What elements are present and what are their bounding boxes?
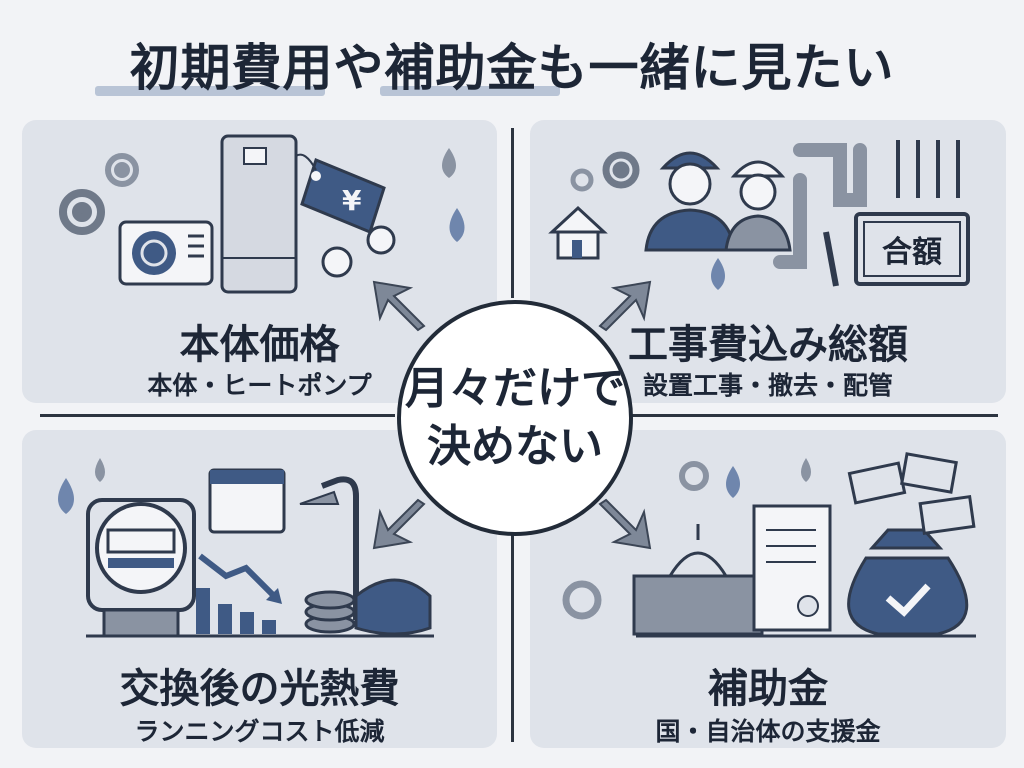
panel-subtitle: ランニングコスト低減	[134, 717, 385, 746]
divider-horizontal-right	[628, 414, 998, 417]
shower-icon	[320, 476, 359, 620]
total-amount-badge	[854, 212, 970, 286]
water-drop-icon	[726, 466, 740, 498]
panel-subtitle: 本体・ヒートポンプ	[147, 371, 372, 400]
government-building-icon	[632, 524, 764, 636]
panel-title: 交換後の光熱費	[119, 666, 400, 712]
shower-head-icon	[299, 490, 340, 505]
gear-icon	[679, 461, 709, 491]
wrench-icon	[823, 231, 839, 287]
heat-pump-outdoor-unit-icon	[118, 220, 214, 286]
arrow-up-right-icon	[598, 280, 652, 332]
gear-icon	[570, 168, 594, 192]
water-drop-icon	[95, 458, 105, 482]
coin-stack-icon	[304, 590, 356, 634]
declining-bar-chart-icon	[196, 588, 276, 634]
yen-symbol: ¥	[342, 184, 362, 217]
calendar-icon	[208, 468, 286, 534]
arrow-down-left-icon	[372, 498, 426, 550]
center-message-line-1: 月々だけで	[405, 363, 625, 414]
coin-purse-icon	[354, 578, 432, 636]
water-drop-icon	[801, 458, 811, 482]
center-message-line-2: 決めない	[427, 421, 603, 472]
pipe-icon	[773, 143, 867, 269]
document-icon	[752, 504, 832, 632]
water-heater-tank-icon	[220, 134, 298, 294]
arrow-down-right-icon	[598, 498, 652, 550]
banknote-icon	[847, 452, 976, 536]
yen-coin-icon	[321, 225, 396, 278]
panel-title: 補助金	[708, 666, 828, 712]
money-bag-icon	[847, 528, 969, 636]
total-amount-badge-label: 合額	[882, 235, 942, 270]
worker-icon	[644, 151, 736, 252]
panel-title: 工事費込み総額	[628, 322, 908, 368]
title-underline-right	[380, 86, 560, 96]
tools-icon	[896, 140, 960, 198]
gear-icon	[562, 580, 602, 620]
divider-horizontal-left	[40, 414, 395, 417]
water-drop-icon	[449, 208, 465, 242]
water-drop-icon	[442, 148, 456, 178]
panel-subtitle: 国・自治体の支援金	[655, 717, 881, 746]
center-message-circle: 月々だけで 決めない	[397, 300, 633, 536]
divider-vertical-bottom	[511, 532, 514, 742]
divider-vertical-top	[511, 128, 514, 298]
panel-subtitle: 設置工事・撤去・配管	[642, 371, 893, 400]
arrow-up-left-icon	[372, 280, 426, 332]
downward-trend-arrow-icon	[198, 553, 279, 601]
checkmark-icon	[885, 583, 931, 617]
gear-icon	[59, 189, 105, 235]
page-title: 初期費用や補助金も一緒に見たい	[129, 39, 895, 97]
panel-title: 本体価格	[179, 322, 340, 368]
water-drop-icon	[711, 258, 725, 290]
title-underline-left	[95, 86, 325, 96]
gear-icon	[105, 153, 139, 187]
gear-icon	[602, 151, 640, 189]
worker-icon	[724, 160, 792, 252]
water-drop-icon	[58, 478, 74, 514]
electric-meter-icon	[86, 498, 196, 638]
house-icon	[548, 205, 608, 260]
